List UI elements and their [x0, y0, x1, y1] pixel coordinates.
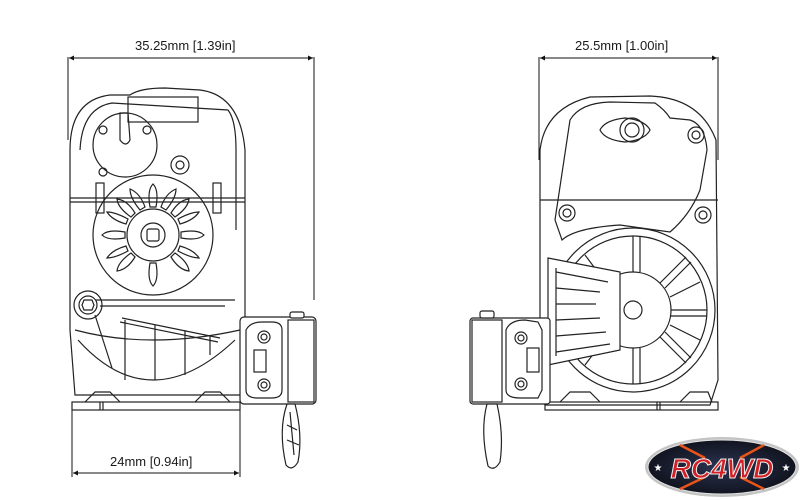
side-view-clutch — [469, 310, 551, 469]
dimension-label-front-width: 35.25mm [1.39in] — [135, 38, 236, 53]
dimension-bottom-left — [71, 410, 241, 477]
svg-text:RC4WD: RC4WD — [671, 453, 774, 484]
svg-text:★: ★ — [654, 463, 663, 474]
dimension-top-left — [67, 55, 315, 300]
rc4wd-logo: ★ ★ RC4WD — [645, 437, 799, 497]
side-view-drawing — [539, 95, 719, 411]
dimension-label-side-width: 25.5mm [1.00in] — [575, 38, 669, 53]
dimension-label-base-width: 24mm [0.94in] — [110, 454, 193, 469]
front-view-drawing — [69, 87, 246, 411]
dimension-top-right — [538, 55, 719, 160]
svg-text:★: ★ — [782, 463, 791, 474]
front-view-clutch — [239, 311, 317, 469]
